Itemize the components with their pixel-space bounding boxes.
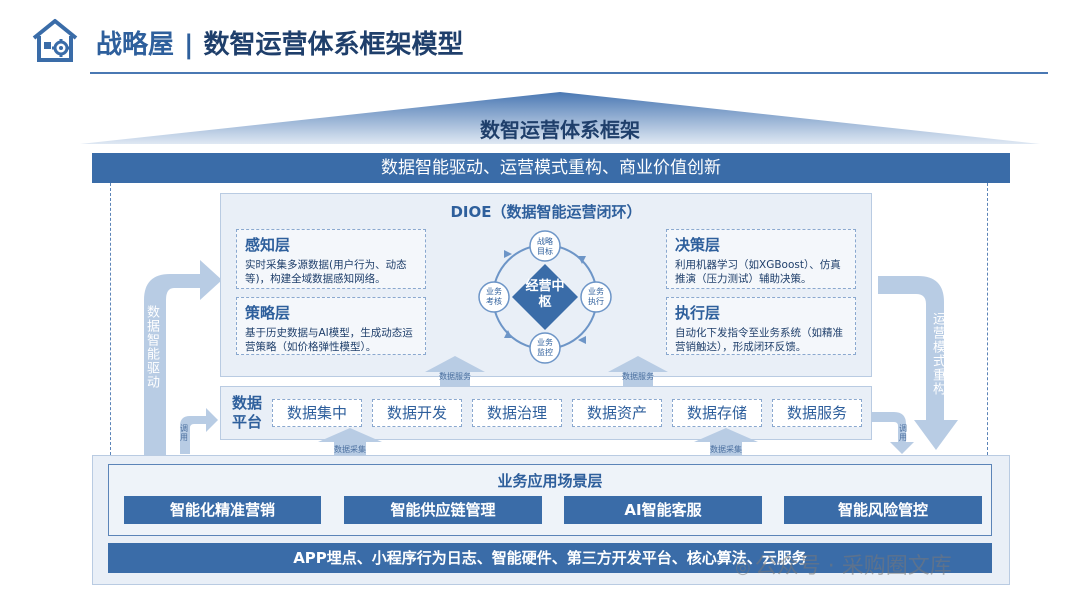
arrow-label: 数据采集 (710, 445, 742, 454)
roof-title: 数智运营体系框架 (480, 118, 640, 142)
card-title: 执行层 (675, 304, 721, 322)
up-arrow-collect-1 (318, 428, 382, 458)
hub-center: 经营中枢 (525, 279, 565, 310)
wechat-icon: ◎ (735, 557, 751, 578)
card-title: 策略层 (245, 304, 291, 322)
call-arrow-right (872, 412, 914, 454)
scene-title: 业务应用场景层 (497, 472, 603, 490)
card-execution: 执行层 自动化下发指令至业务系统（如精准营销触达），形成闭环反馈。 (666, 297, 856, 355)
card-decision: 决策层 利用机器学习（如XGBoost）、仿真推演（压力测试）辅助决策。 (666, 229, 856, 289)
title-part-2: 数智运营体系框架模型 (203, 30, 464, 60)
up-arrow-service-2 (608, 356, 668, 388)
hub-node-bottom: 业务监控 (537, 338, 553, 357)
scene-item: 智能供应链管理 (344, 496, 542, 524)
card-title: 感知层 (245, 236, 291, 254)
title-separator: | (184, 30, 194, 60)
platform-item: 数据资产 (572, 399, 662, 427)
left-arrow-label: 数据智能驱动 (144, 305, 159, 389)
platform-item: 数据开发 (372, 399, 462, 427)
house-gear-icon (32, 19, 78, 62)
call-label-right: 调用 (899, 424, 907, 442)
hub-node-top: 战略目标 (537, 237, 553, 256)
scene-item: 智能风险管控 (784, 496, 982, 524)
watermark: ◎公众号 · 采购圈文库 (735, 548, 952, 580)
left-curved-arrow (144, 260, 222, 455)
card-desc: 利用机器学习（如XGBoost）、仿真推演（压力测试）辅助决策。 (675, 259, 841, 285)
hub-node-left: 业务考核 (486, 287, 502, 306)
arrow-label: 数据服务 (622, 372, 654, 381)
scene-item: AI智能客服 (564, 496, 762, 524)
mission-banner: 数据智能驱动、运营模式重构、商业价值创新 (92, 153, 1010, 183)
header-divider (90, 72, 1048, 74)
title-part-1: 战略屋 (96, 30, 175, 60)
platform-item: 数据集中 (272, 399, 362, 427)
platform-item: 数据存储 (672, 399, 762, 427)
right-arrow-label: 运营模式重构 (930, 312, 945, 396)
dioe-title: DIOE（数据智能运营闭环） (450, 203, 642, 221)
arrow-label: 数据采集 (334, 445, 366, 454)
outer-frame (110, 183, 988, 455)
operations-hub-diagram (478, 230, 612, 364)
page-title: 战略屋 | 数智运营体系框架模型 (96, 24, 464, 61)
roof-shape (80, 92, 1040, 144)
card-desc: 实时采集多源数据(用户行为、动态等)，构建全域数据感知网络。 (245, 259, 407, 285)
arrow-label: 数据服务 (439, 372, 471, 381)
card-strategy: 策略层 基于历史数据与AI模型，生成动态运营策略（如价格弹性模型）。 (236, 297, 426, 355)
hub-node-right: 业务执行 (588, 287, 604, 306)
up-arrow-collect-2 (694, 428, 758, 458)
platform-label: 数据平台 (232, 394, 263, 431)
card-title: 决策层 (675, 236, 721, 254)
platform-item: 数据治理 (472, 399, 562, 427)
card-desc: 自动化下发指令至业务系统（如精准营销触达），形成闭环反馈。 (675, 327, 843, 353)
platform-item: 数据服务 (772, 399, 862, 427)
up-arrow-service-1 (425, 356, 485, 388)
data-sources-bar: APP埋点、小程序行为日志、智能硬件、第三方开发平台、核心算法、云服务 (108, 543, 992, 573)
call-arrow-left (180, 408, 218, 454)
watermark-text: 公众号 · 采购圈文库 (754, 554, 952, 579)
card-desc: 基于历史数据与AI模型，生成动态运营策略（如价格弹性模型）。 (245, 327, 413, 353)
scene-item: 智能化精准营销 (124, 496, 321, 524)
call-label-left: 调用 (180, 424, 188, 442)
card-perception: 感知层 实时采集多源数据(用户行为、动态等)，构建全域数据感知网络。 (236, 229, 426, 289)
right-curved-arrow (878, 276, 958, 450)
